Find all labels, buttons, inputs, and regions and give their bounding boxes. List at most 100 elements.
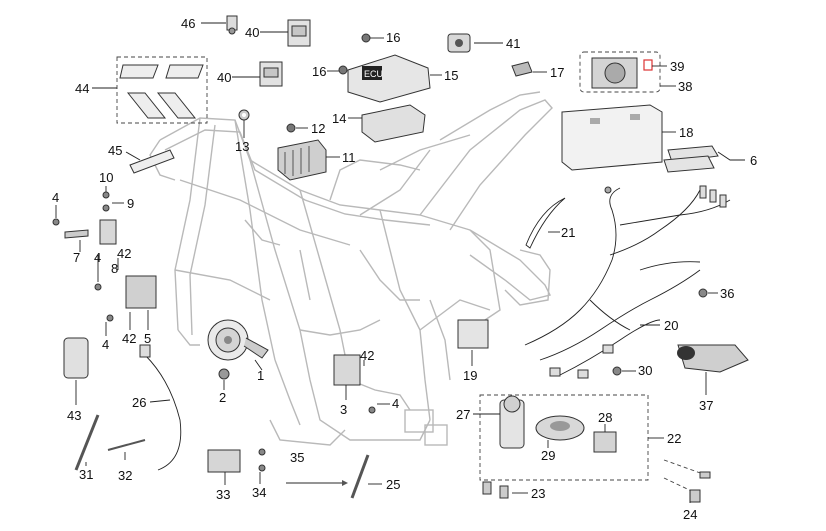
part-7-bracket bbox=[64, 229, 89, 239]
motorcycle-frame bbox=[149, 91, 553, 446]
callout-9: 9 bbox=[127, 196, 134, 211]
part-40-relay-top bbox=[287, 19, 311, 47]
callout-4-b: 4 bbox=[94, 250, 101, 265]
part-11-regulator bbox=[277, 139, 327, 181]
part-29-gear bbox=[535, 415, 585, 441]
callout-27: 27 bbox=[456, 407, 470, 422]
callout-46: 46 bbox=[181, 16, 195, 31]
part-19-relay bbox=[457, 319, 489, 349]
callout-33: 33 bbox=[216, 487, 230, 502]
starter-assembly-box bbox=[479, 394, 649, 481]
part-15-ecu: ECU bbox=[347, 54, 431, 103]
callout-28: 28 bbox=[598, 410, 612, 425]
part-12-bolt bbox=[286, 123, 296, 133]
throttle-body-box bbox=[579, 51, 661, 93]
part-43-connector bbox=[63, 337, 89, 379]
callout-37: 37 bbox=[699, 398, 713, 413]
callout-2: 2 bbox=[219, 390, 226, 405]
callout-29: 29 bbox=[541, 448, 555, 463]
callout-36: 36 bbox=[720, 286, 734, 301]
part-46-fitting bbox=[226, 15, 238, 35]
callout-11: 11 bbox=[342, 150, 356, 165]
part-30-bolt bbox=[612, 366, 622, 376]
callout-numbers: 46 40 16 41 39 40 16 15 17 38 44 12 14 1… bbox=[52, 16, 757, 522]
part-5-coil bbox=[125, 275, 157, 309]
part-10-9-8-mount bbox=[99, 191, 117, 245]
callout-23: 23 bbox=[531, 486, 545, 501]
part-24-bolts bbox=[663, 459, 711, 503]
leader-lines bbox=[55, 22, 745, 503]
part-23-screws bbox=[482, 481, 509, 499]
part-40-relay-lower bbox=[259, 61, 283, 87]
part-21-strap bbox=[525, 197, 566, 249]
callout-39: 39 bbox=[670, 59, 684, 74]
callout-40-lower: 40 bbox=[217, 70, 231, 85]
callout-34: 34 bbox=[252, 485, 266, 500]
part-39-38-throttle-body bbox=[591, 57, 653, 89]
part-17-bracket bbox=[511, 61, 533, 77]
callout-41: 41 bbox=[506, 36, 520, 51]
callout-10: 10 bbox=[99, 170, 113, 185]
callout-31: 31 bbox=[79, 467, 93, 482]
callout-18: 18 bbox=[679, 125, 693, 140]
callout-16-top: 16 bbox=[386, 30, 400, 45]
callout-42-c: 42 bbox=[360, 348, 374, 363]
part-4-bolts bbox=[52, 218, 376, 414]
part-13-nut bbox=[238, 109, 250, 121]
callout-24: 24 bbox=[683, 507, 697, 522]
callout-7: 7 bbox=[73, 250, 80, 265]
part-27-starter-motor bbox=[499, 395, 525, 449]
part-26-lead-wire bbox=[139, 344, 182, 471]
callout-32: 32 bbox=[118, 468, 132, 483]
decal-kit-box bbox=[116, 56, 208, 124]
part-6-pads bbox=[663, 145, 719, 173]
callout-4-c: 4 bbox=[102, 337, 109, 352]
part-31-tie bbox=[74, 414, 100, 471]
callout-22: 22 bbox=[667, 431, 681, 446]
callout-21: 21 bbox=[561, 225, 575, 240]
callout-5: 5 bbox=[144, 331, 151, 346]
part-41-connector bbox=[447, 33, 471, 53]
ecu-label: ECU bbox=[364, 69, 383, 79]
part-14-module bbox=[361, 104, 426, 143]
callout-6: 6 bbox=[750, 153, 757, 168]
part-1-horn bbox=[207, 319, 269, 361]
part-35-rod bbox=[286, 480, 348, 486]
callout-13: 13 bbox=[235, 139, 249, 154]
part-33-34-clamp bbox=[207, 448, 266, 473]
callout-15: 15 bbox=[444, 68, 458, 83]
callout-30: 30 bbox=[638, 363, 652, 378]
callout-38: 38 bbox=[678, 79, 692, 94]
callout-35: 35 bbox=[290, 450, 304, 465]
part-28-switch bbox=[593, 431, 617, 453]
part-16-screw-left bbox=[338, 65, 348, 75]
callout-45: 45 bbox=[108, 143, 122, 158]
part-36-bolt bbox=[698, 288, 708, 298]
callout-17: 17 bbox=[550, 65, 564, 80]
part-20-wiring-harness bbox=[524, 185, 731, 379]
part-32-pin bbox=[107, 439, 146, 451]
part-18-battery bbox=[561, 104, 663, 171]
callout-8: 8 bbox=[111, 261, 118, 276]
callout-42-a: 42 bbox=[117, 246, 131, 261]
part-3-sensor bbox=[333, 354, 361, 386]
part-44-decals bbox=[119, 64, 204, 119]
part-2-nut bbox=[218, 368, 230, 380]
callout-25: 25 bbox=[386, 477, 400, 492]
callout-14: 14 bbox=[332, 111, 346, 126]
callout-19: 19 bbox=[463, 368, 477, 383]
callout-42-b: 42 bbox=[122, 331, 136, 346]
callout-16-left: 16 bbox=[312, 64, 326, 79]
callout-12: 12 bbox=[311, 121, 325, 136]
callout-3: 3 bbox=[340, 402, 347, 417]
part-45-bracket bbox=[129, 149, 175, 174]
part-16-screw-top bbox=[361, 33, 371, 43]
part-25-bolt bbox=[350, 454, 370, 499]
callout-26: 26 bbox=[132, 395, 146, 410]
callout-20: 20 bbox=[664, 318, 678, 333]
callout-40-top: 40 bbox=[245, 25, 259, 40]
part-37-cover bbox=[677, 344, 749, 373]
callout-1: 1 bbox=[257, 368, 264, 383]
callout-4-d: 4 bbox=[392, 396, 399, 411]
